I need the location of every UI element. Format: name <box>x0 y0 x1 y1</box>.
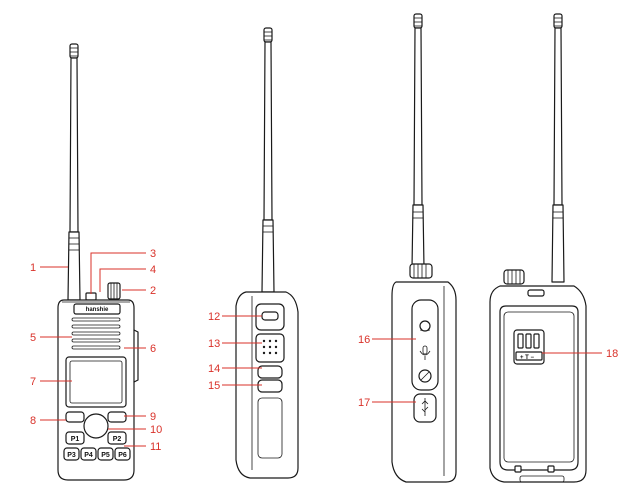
left-callouts: 12 13 14 15 <box>208 311 262 392</box>
callout-12: 12 <box>208 311 220 323</box>
svg-text:hanshie: hanshie <box>86 307 109 313</box>
callout-13: 13 <box>208 338 220 350</box>
mic-icon <box>419 345 431 360</box>
back-callouts: 18 <box>542 348 618 360</box>
callout-17: 17 <box>358 397 370 409</box>
right-callouts: 16 17 <box>358 334 416 409</box>
callout-3: 3 <box>150 248 156 260</box>
key-p5: P5 <box>101 452 110 459</box>
callout-11: 11 <box>150 441 161 453</box>
key-p3: P3 <box>67 452 76 459</box>
key-p1: P1 <box>71 436 80 443</box>
left-side-view <box>235 27 299 479</box>
callout-2: 2 <box>150 285 156 297</box>
speaker-dots <box>262 339 278 355</box>
display-screen <box>65 356 127 408</box>
callout-15: 15 <box>208 380 220 392</box>
callout-8: 8 <box>30 415 36 427</box>
speaker-grille <box>71 317 121 350</box>
usb-icon <box>421 398 429 416</box>
screw <box>418 369 432 383</box>
key-p2: P2 <box>113 436 122 443</box>
callout-16: 16 <box>358 334 370 346</box>
front-view: hanshie P1 P2 P3 P4 P5 P6 <box>57 43 139 481</box>
back-view: + T − <box>489 13 587 483</box>
callout-5: 5 <box>30 332 36 344</box>
callout-14: 14 <box>208 363 220 375</box>
battery-contacts-icon: + T − <box>513 329 545 365</box>
front-callouts: 1 2 3 4 5 6 7 8 9 10 11 <box>30 248 162 453</box>
right-side-view <box>391 13 457 483</box>
callout-4: 4 <box>150 264 156 276</box>
callout-9: 9 <box>150 411 156 423</box>
callout-7: 7 <box>30 376 36 388</box>
callout-10: 10 <box>150 424 162 436</box>
key-p4: P4 <box>84 452 93 459</box>
callout-6: 6 <box>150 343 156 355</box>
antenna-icon <box>67 43 81 301</box>
callout-18: 18 <box>606 348 618 360</box>
key-p6: P6 <box>118 452 127 459</box>
callout-1: 1 <box>30 262 36 274</box>
earphone-jack-icon <box>419 320 431 332</box>
svg-text:+ T −: + T − <box>520 355 535 361</box>
knob-icon <box>107 282 121 300</box>
